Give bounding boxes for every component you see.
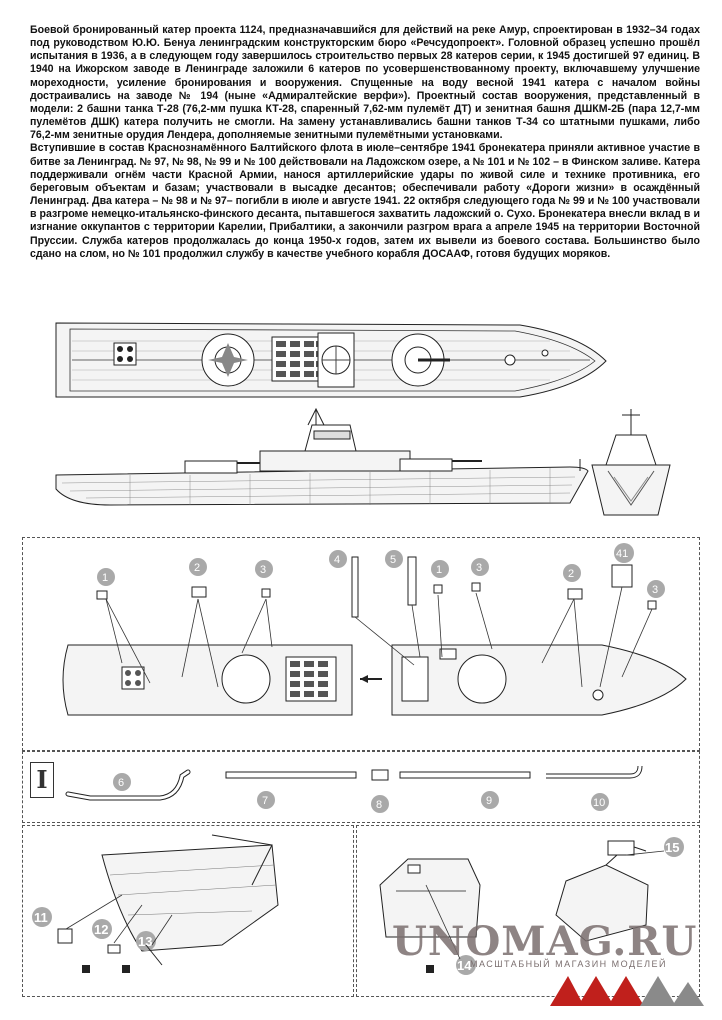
assembly-panel-stern (22, 825, 354, 997)
bow-assembly-diagram: 14 15 (379, 837, 684, 975)
part-number-2a: 2 (194, 562, 200, 574)
boat-top-view (55, 322, 607, 398)
part-number-15: 15 (665, 840, 679, 855)
stern-assembly-diagram: 11 12 13 (32, 834, 279, 973)
boat-side-view (55, 407, 589, 506)
part-number-3a: 3 (260, 564, 266, 576)
part-badges-left (97, 543, 665, 598)
history-paragraph-1: Боевой бронированный катер проекта 1124,… (30, 24, 700, 142)
small-fitting-parts (96, 556, 657, 618)
boat-front-view (591, 409, 671, 516)
part-number-11: 11 (34, 910, 48, 925)
part-number-1a: 1 (102, 572, 108, 584)
side-turret-fore (399, 458, 453, 472)
pointer-lines (105, 586, 653, 688)
part-number-5: 5 (390, 554, 396, 566)
unomag-logo-tagline: МАСШТАБНЫЙ МАГАЗИН МОДЕЛЕЙ (470, 959, 667, 969)
rear-deck-section (62, 644, 353, 716)
part-number-12: 12 (94, 922, 108, 937)
part-number-1b: 1 (436, 564, 442, 576)
front-deck-section (391, 644, 687, 716)
deck-assembly-diagram: 1 2 3 4 5 1 3 2 41 3 (62, 543, 687, 716)
history-text: Боевой бронированный катер проекта 1124,… (30, 24, 700, 261)
part-number-3c: 3 (652, 584, 658, 596)
step-roman-numeral: I (30, 762, 54, 798)
assembly-panel-deck (22, 537, 700, 751)
side-superstructure (259, 450, 411, 472)
part-number-7: 7 (262, 795, 268, 807)
part-number-8: 8 (376, 799, 382, 811)
part-number-3b: 3 (476, 562, 482, 574)
part-number-41: 41 (616, 548, 628, 560)
assembly-panel-bow (356, 825, 700, 997)
rail-parts-diagram: 6 7 8 9 10 (65, 765, 643, 813)
part-number-6: 6 (118, 777, 124, 789)
unomag-logo-mark (550, 976, 704, 1006)
part-number-14: 14 (457, 958, 472, 973)
side-turret-aft (184, 460, 238, 474)
side-plating-lines (61, 468, 576, 505)
top-hatch-grid-bow (113, 342, 137, 366)
assembly-panel-rails (22, 751, 700, 823)
history-paragraph-2: Вступившие в состав Краснознамённого Бал… (30, 142, 700, 260)
part-number-13: 13 (138, 934, 152, 949)
part-number-2b: 2 (568, 568, 574, 580)
part-number-10: 10 (593, 797, 605, 809)
unomag-logo-text: UNOMAG.RU (392, 918, 698, 965)
part-number-4: 4 (334, 554, 340, 566)
part-number-9: 9 (486, 795, 492, 807)
